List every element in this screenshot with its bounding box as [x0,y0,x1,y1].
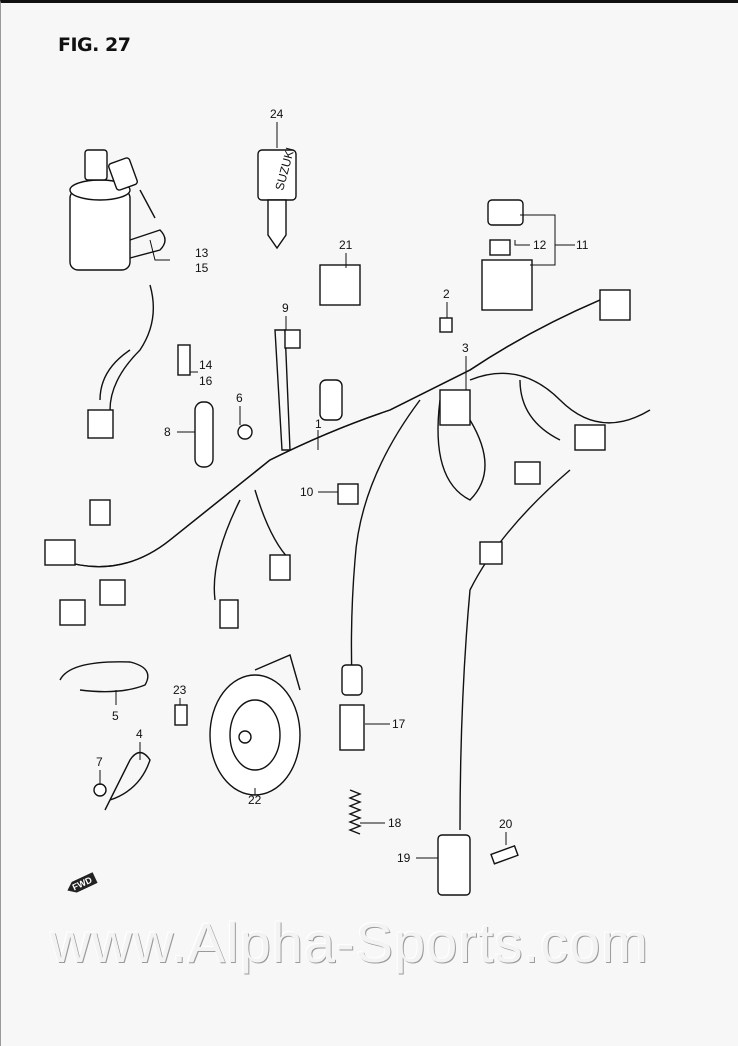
horn [209,654,301,796]
switch-screw [490,844,519,865]
callout-16: 16 [199,374,213,388]
callout-15: 15 [195,261,209,275]
brake-light-switch [339,704,365,751]
callout-21: 21 [339,238,353,252]
clip [337,483,359,505]
relay [319,264,361,306]
connector [341,664,363,696]
clamp-screw [93,783,107,797]
callout-19: 19 [397,851,411,865]
callout-9: 9 [282,301,289,315]
callout-20: 20 [499,817,513,831]
callout-labels: 24 21 13 15 12 11 2 9 3 14 16 6 8 1 10 5… [96,107,589,865]
watermark: www.Alpha-Sports.com [50,911,649,974]
callout-4: 4 [136,727,143,741]
cable-tie [274,329,291,451]
callout-11: 11 [576,238,589,252]
callout-8: 8 [164,425,171,439]
leader-lines [99,122,575,859]
callout-10: 10 [300,485,314,499]
holder [194,401,214,468]
callout-13: 13 [195,246,209,260]
fuse-box [481,199,533,311]
figure-title: FIG. 27 [58,34,131,56]
bolt [177,344,191,376]
callout-2: 2 [443,287,450,301]
horn-bolt [174,704,188,726]
spring [348,789,362,835]
wire-clamp [59,661,149,693]
callout-1: 1 [315,417,322,431]
callout-17: 17 [392,717,406,731]
callout-23: 23 [173,683,187,697]
callout-3: 3 [462,341,469,355]
clamp-band [104,751,151,811]
callout-18: 18 [388,816,402,830]
callout-14: 14 [199,358,213,372]
main-wiring-harness [44,289,651,831]
side-stand-switch [437,834,471,896]
callout-12: 12 [533,238,547,252]
callout-7: 7 [96,755,103,769]
callout-6: 6 [236,391,243,405]
callout-24: 24 [270,107,284,121]
callout-5: 5 [112,709,119,723]
callout-22: 22 [248,793,262,807]
ignition-switch [69,149,166,439]
fuse [439,317,453,333]
screw [237,424,253,440]
key: SUZUKI [257,146,297,250]
clamp [284,329,301,349]
